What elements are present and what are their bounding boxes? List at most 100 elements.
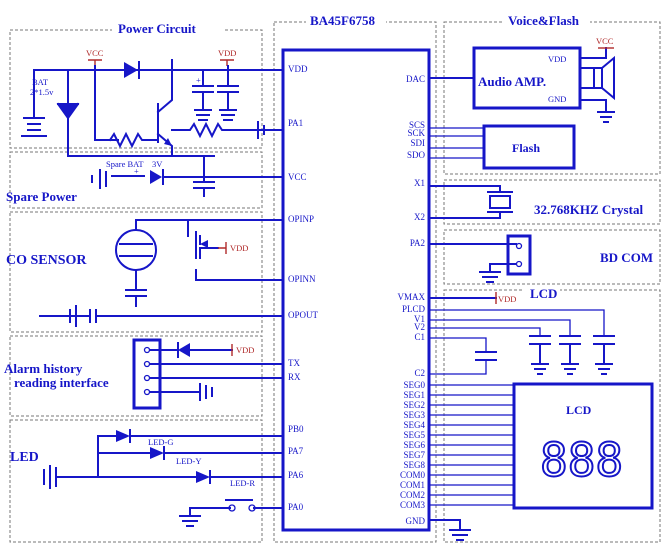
pin-seg5: SEG5 — [403, 430, 425, 440]
speaker-body-icon — [593, 67, 603, 89]
pin-tx: TX — [288, 358, 300, 368]
pa6-wire — [97, 470, 284, 484]
vdd-label-co: VDD — [230, 243, 248, 253]
crystal-wires — [428, 185, 501, 219]
rev-diode-path — [56, 69, 215, 157]
v1-cap — [559, 335, 581, 375]
spare-battery-icon — [91, 169, 145, 189]
bat-voltage-label: 2*1.5v — [30, 87, 54, 97]
flash-label: Flash — [512, 141, 540, 155]
v2-cap — [529, 335, 551, 375]
co-sensor-title: CO SENSOR — [6, 253, 87, 268]
crystal-plates — [487, 191, 513, 213]
spare-bat-volt: 3V — [152, 159, 163, 169]
spare-bat-label: Spare BAT — [106, 159, 144, 169]
pin-rx: RX — [288, 372, 301, 382]
pin-seg8: SEG8 — [403, 460, 425, 470]
spi-wires — [429, 127, 484, 159]
pin-x1: X1 — [414, 178, 425, 188]
pin-c2: C2 — [414, 368, 425, 378]
cap-ceramic-icon — [217, 65, 239, 121]
pin-sdo: SDO — [407, 150, 426, 160]
pin-c1: C1 — [414, 332, 425, 342]
spare-plus-label: + — [134, 166, 139, 176]
lcd-bias-wires — [429, 309, 605, 375]
co-cap-icon — [125, 219, 147, 307]
pin-pa0: PA0 — [288, 502, 304, 512]
lcd-panel-block — [512, 382, 654, 510]
spare-power: Spare BAT 3V + — [91, 155, 284, 197]
pin-opinn: OPINN — [288, 274, 316, 284]
amp-gnd-label: GND — [548, 94, 566, 104]
led-title: LED — [10, 450, 39, 465]
pin-plcd: PLCD — [402, 304, 426, 314]
vdd-tee-co — [218, 242, 227, 254]
cap-plus-label: + — [196, 75, 201, 85]
lcd-digits: 888 — [540, 433, 623, 487]
vdd-label-alarm: VDD — [236, 345, 254, 355]
pin-com3: COM3 — [400, 500, 426, 510]
pa7-wire — [115, 446, 284, 460]
button-contact-left — [228, 504, 236, 512]
alarm-interface: VDD — [132, 338, 284, 410]
co-mosfet-icon — [187, 219, 284, 281]
alarm-diode-icon — [178, 343, 190, 357]
pin-vcc: VCC — [288, 172, 307, 182]
power-circuit: VCC VDD BAT 2*1.5v + — [21, 48, 284, 157]
led-y-label: LED-Y — [176, 456, 202, 466]
crystal-frame — [443, 179, 661, 225]
ic-body — [281, 48, 431, 532]
pin-dac: DAC — [406, 74, 425, 84]
resistor-2-icon — [171, 121, 259, 139]
spare-diode-icon — [150, 170, 162, 184]
ic-right-pins: DACSCSSCKSDISDOX1X2PA2VMAXPLCDV1V2C1C2SE… — [397, 74, 425, 526]
opout-wire — [39, 305, 284, 327]
pin-pa6: PA6 — [288, 470, 304, 480]
lcd-section: VDD LCD 888 — [428, 292, 654, 541]
pin-seg4: SEG4 — [403, 420, 425, 430]
led-r-label: LED-R — [230, 478, 255, 488]
pin-pa7: PA7 — [288, 446, 304, 456]
led-frame — [9, 419, 263, 543]
pin-vmax: VMAX — [397, 292, 425, 302]
pa0-button-wire — [189, 499, 284, 509]
pin-sck: SCK — [407, 128, 425, 138]
bd-wires — [428, 243, 517, 283]
flash-block — [482, 124, 576, 170]
co-sensor-frame — [9, 211, 263, 333]
pin-opout: OPOUT — [288, 310, 319, 320]
pin-pa1: PA1 — [288, 118, 303, 128]
series-diode-icon — [124, 62, 138, 78]
alarm-interface-frame — [9, 335, 263, 417]
pin-seg1: SEG1 — [403, 390, 425, 400]
pin-v1: V1 — [414, 314, 425, 324]
seg-com-wires — [429, 384, 514, 506]
lcd-section-title: LCD — [530, 286, 557, 301]
co-sensor: VDD — [39, 219, 284, 327]
speaker-cone-icon — [600, 55, 615, 101]
lcd-panel-label: LCD — [566, 403, 592, 417]
voice-flash-title: Voice&Flash — [508, 13, 580, 28]
led-section: LED-G LED-Y LED-R — [43, 429, 284, 527]
pin-v2: V2 — [414, 322, 425, 332]
amp-vdd-label: VDD — [548, 54, 566, 64]
bat-label: BAT — [32, 77, 49, 87]
voice-flash: Audio AMP. VDD GND VCC Flash — [428, 36, 615, 170]
pin-pa2: PA2 — [410, 238, 425, 248]
spare-power-frame — [9, 151, 263, 209]
pin-seg3: SEG3 — [403, 410, 425, 420]
pin-com1: COM1 — [400, 480, 425, 490]
cap-electrolytic-icon — [192, 69, 214, 121]
vdd-label-power: VDD — [218, 48, 236, 58]
pin-x2: X2 — [414, 212, 425, 222]
led-g-label: LED-G — [148, 437, 174, 447]
resistor-1-icon — [108, 131, 159, 149]
mosfet-arrow — [200, 240, 208, 248]
spare-power-title: Spare Power — [6, 189, 77, 204]
pin-pb0: PB0 — [288, 424, 304, 434]
bd-connector — [506, 234, 532, 276]
pin-scs: SCS — [409, 120, 425, 130]
